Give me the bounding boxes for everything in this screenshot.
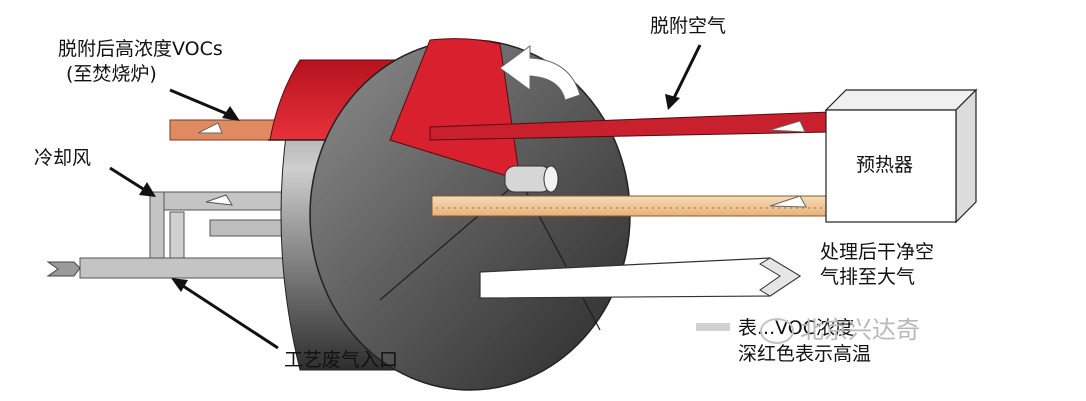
leader-lines — [109, 44, 702, 350]
flow-arrow-icon — [769, 195, 807, 208]
wechat-icon — [760, 318, 794, 344]
watermark-text: 北京兴达奇 — [800, 316, 920, 344]
label-desorbed-voc: 脱附后高浓度VOCs — [58, 38, 223, 60]
label-to-incinerator: (至焚烧炉) — [66, 63, 157, 85]
preheater-box — [824, 88, 978, 224]
flow-arrow-icon — [197, 122, 223, 134]
label-process-exhaust-inlet: 工艺废气入口 — [284, 349, 399, 371]
flow-arrow-icon — [205, 194, 233, 206]
legend-swatch — [696, 323, 730, 331]
label-treated-air-2: 气排至大气 — [820, 266, 916, 288]
inlet-arrow-icon — [46, 261, 81, 277]
rotation-arrow-icon — [499, 45, 581, 101]
label-preheater: 预热器 — [856, 154, 914, 176]
watermark: 北京兴达奇 — [760, 310, 920, 345]
heated-air-duct — [431, 195, 831, 217]
label-desorption-air: 脱附空气 — [650, 15, 727, 37]
label-treated-air-1: 处理后干净空 — [820, 241, 935, 263]
legend-high-temperature: 深红色表示高温 — [738, 343, 872, 365]
cooling-duct — [46, 191, 321, 279]
clean-air-duct — [479, 257, 802, 299]
label-cooling-air: 冷却风 — [34, 147, 92, 169]
flow-arrow-icon — [769, 120, 806, 133]
